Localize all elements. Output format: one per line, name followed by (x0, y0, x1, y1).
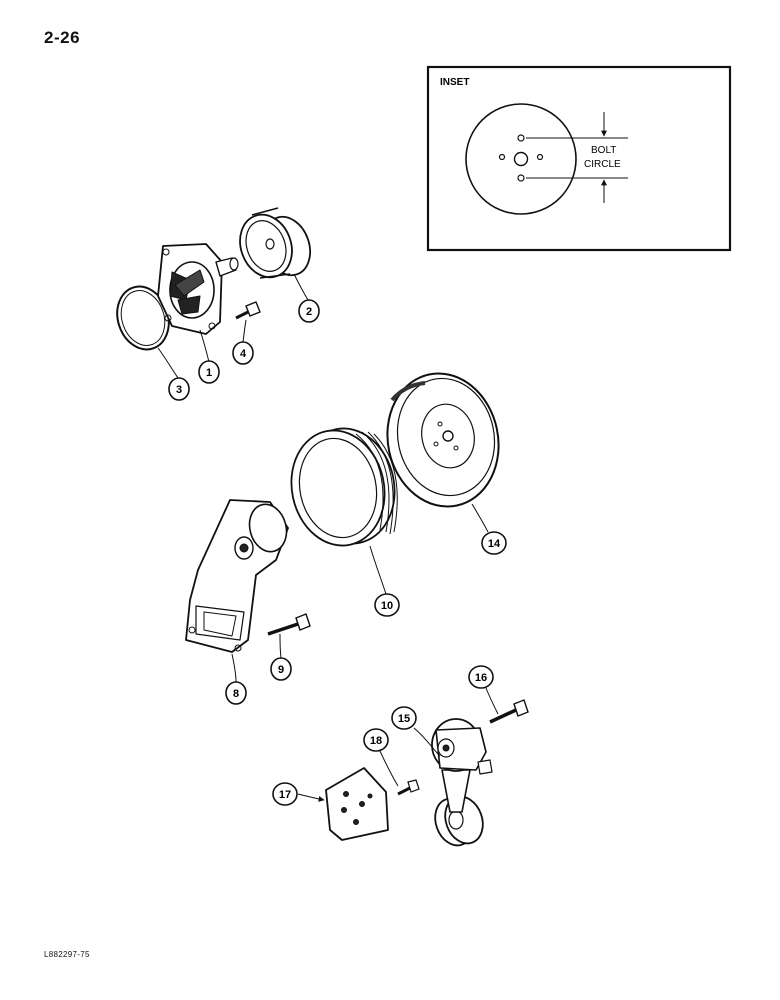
part-9-bolt (267, 613, 311, 636)
callout-15-label: 15 (398, 713, 410, 725)
callout-15: 15 (391, 706, 417, 730)
leader-18 (379, 750, 399, 787)
part-1-water-pump (157, 243, 239, 335)
leader-17 (297, 793, 325, 802)
callout-17-label: 17 (279, 789, 291, 801)
callout-9: 9 (270, 657, 292, 681)
callout-1-label: 1 (206, 367, 212, 379)
leader-1 (199, 329, 210, 363)
callout-16: 16 (468, 665, 494, 689)
callout-10: 10 (374, 593, 400, 617)
inset-panel: INSET BOLT CIRCLE (426, 65, 732, 252)
inset-bolt-hole-top (517, 134, 525, 142)
inset-pulley-face (465, 103, 577, 215)
leader-16 (485, 687, 499, 715)
callout-8: 8 (225, 681, 247, 705)
callout-4-label: 4 (240, 348, 247, 360)
part-18-bolt (397, 779, 420, 796)
leader-8 (231, 653, 237, 683)
callout-14: 14 (481, 531, 507, 555)
leader-2 (293, 273, 309, 301)
part-8-mounting-bracket (185, 499, 289, 653)
part-2-pump-pulley (239, 207, 311, 279)
callout-18-label: 18 (370, 735, 382, 747)
callout-18: 18 (363, 728, 389, 752)
inset-bolt-hole-right (536, 153, 544, 161)
inset-title: INSET (440, 77, 469, 88)
leader-9 (279, 633, 282, 659)
callout-2: 2 (298, 299, 320, 323)
part-15-belt-tensioner (431, 718, 493, 847)
callout-2-label: 2 (306, 306, 312, 318)
leader-15 (413, 727, 441, 757)
leader-14 (471, 503, 489, 533)
callout-10-label: 10 (381, 600, 393, 612)
callout-14-label: 14 (488, 538, 501, 550)
part-10-crankshaft-pulley (290, 427, 398, 547)
callout-16-label: 16 (475, 672, 487, 684)
leader-10 (369, 545, 387, 595)
callout-3: 3 (168, 377, 190, 401)
callout-9-label: 9 (278, 664, 284, 676)
inset-bolt-label: BOLT (591, 145, 616, 156)
leader-4 (242, 319, 247, 343)
callout-1: 1 (198, 360, 220, 384)
part-4-bolt (235, 301, 261, 320)
part-17-tensioner-plate (325, 767, 389, 841)
leader-3 (157, 347, 179, 379)
callout-4: 4 (232, 341, 254, 365)
callout-3-label: 3 (176, 384, 182, 396)
callout-8-label: 8 (233, 688, 239, 700)
inset-bolt-hole-left (498, 153, 506, 161)
inset-bolt-hole-bottom (517, 174, 525, 182)
inset-center-hole (513, 151, 529, 167)
inset-circle-label: CIRCLE (584, 159, 621, 170)
figure-code: L882297-75 (44, 950, 90, 959)
callout-17: 17 (272, 782, 298, 806)
page-number: 2-26 (44, 28, 81, 47)
part-14-fan-pulley (386, 372, 500, 508)
part-16-bolt (489, 699, 529, 724)
